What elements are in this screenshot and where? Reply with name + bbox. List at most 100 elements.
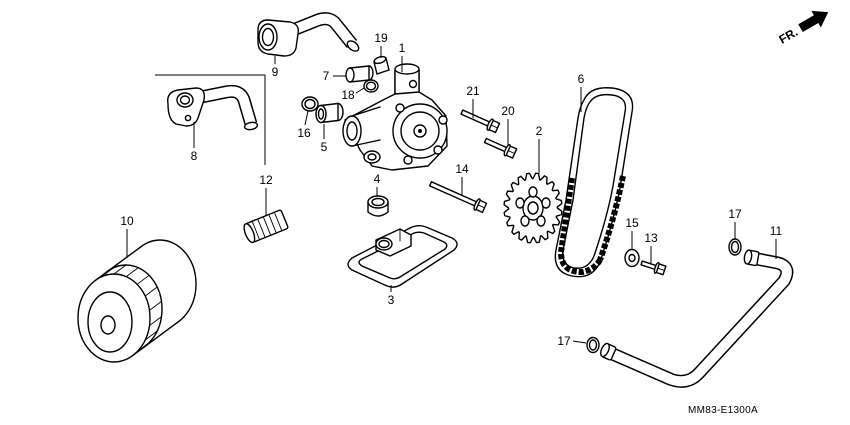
- arrow-up-right-icon: [798, 10, 829, 32]
- callout-leader: [572, 340, 587, 344]
- upper-pipe-fitting: [257, 12, 360, 57]
- seal: [367, 195, 389, 217]
- callout-label: 3: [388, 293, 395, 307]
- oil-pump-bolt-boss: [403, 155, 413, 165]
- pipe-flange-socket-bore: [179, 95, 191, 105]
- oil-pump-bolt-boss: [433, 145, 443, 155]
- o-ring: [301, 96, 319, 112]
- oil-pump-bolt-boss: [395, 103, 405, 113]
- callout-label: 17: [728, 207, 742, 221]
- dowel-pin-near-end: [345, 67, 355, 83]
- o-ring-inner: [365, 81, 377, 91]
- small-collar-top: [373, 55, 387, 65]
- upper-fitting-bore: [261, 27, 275, 47]
- callout-label: 14: [455, 162, 469, 176]
- callout-label: 21: [466, 84, 480, 98]
- callout-label: 4: [374, 172, 381, 186]
- grip-ridge: [144, 286, 158, 297]
- oil-pump-shaft-center: [418, 129, 422, 133]
- stud-thread: [262, 216, 272, 236]
- callout-label: 8: [191, 149, 198, 163]
- chain-inner-loop: [562, 93, 627, 269]
- upper-pipe-fill: [286, 13, 356, 48]
- o-ring-inner: [588, 339, 598, 351]
- grip-ridge: [113, 264, 127, 275]
- callout-labels: 1 2 3 4 5 6 7 8 9 10 11 12 13 14 15 16 1…: [120, 31, 782, 348]
- stud-thread: [268, 214, 277, 234]
- callout-label: 16: [297, 126, 311, 140]
- callout-label: 5: [321, 140, 328, 154]
- small-collar: [373, 55, 390, 75]
- callout-label: 10: [120, 214, 134, 228]
- callout-label: 15: [625, 216, 639, 230]
- sprocket-hole: [520, 215, 530, 227]
- oil-filter: [77, 239, 197, 363]
- long-flange-bolt: [428, 181, 488, 214]
- collar: [315, 102, 344, 124]
- collar-bore: [317, 108, 325, 120]
- drawing-code: MM83-E1300A: [688, 405, 758, 416]
- callout-label: 18: [341, 88, 355, 102]
- callout-leaders: [126, 46, 777, 344]
- sprocket: [503, 172, 563, 244]
- stud-thread: [273, 211, 283, 232]
- oil-pump-tower-top: [394, 63, 420, 75]
- pipe-flange-bolt-hole: [184, 114, 192, 122]
- chain-links-right: [597, 175, 626, 261]
- group-bracket: [155, 74, 266, 165]
- sprocket-hole: [536, 215, 546, 227]
- washer-hole: [628, 253, 636, 263]
- callout-label: 7: [323, 69, 330, 83]
- sprocket-hole: [528, 186, 538, 198]
- chain-links-left: [558, 177, 575, 253]
- o-ring-lower: [586, 336, 600, 354]
- washer: [624, 248, 640, 268]
- small-bolt: [640, 260, 667, 276]
- chain-links-bottom: [558, 253, 603, 276]
- grip-ridge: [125, 267, 139, 278]
- oil-pump-bore-edge: [351, 139, 381, 147]
- flange-bolt: [483, 137, 518, 159]
- bolt-head-edge: [657, 267, 665, 271]
- flanged-pipe-end: [243, 121, 259, 131]
- seal-bore: [371, 197, 385, 207]
- bolt-head-edge: [477, 204, 485, 209]
- threaded-stud: [243, 209, 289, 244]
- oil-pump-bore-edge: [351, 106, 381, 117]
- callout-leader: [355, 87, 365, 94]
- oil-pipe: [600, 249, 794, 388]
- callout-label: 19: [374, 31, 388, 45]
- bolt-head-edge: [490, 124, 498, 129]
- stud-end: [243, 223, 256, 244]
- callout-label: 12: [259, 173, 273, 187]
- callout-label: 2: [536, 124, 543, 138]
- callout-label: 9: [272, 65, 279, 79]
- callout-label: 20: [501, 104, 515, 118]
- oil-pump-tower-boss: [408, 79, 418, 89]
- stud-thread: [257, 218, 266, 238]
- flanged-pipe-fill: [195, 86, 256, 126]
- callout-label: 11: [770, 224, 783, 238]
- upper-pipe-end: [346, 40, 360, 52]
- oil-pump-inlet-bore: [346, 121, 358, 141]
- sprocket-hole: [515, 197, 525, 209]
- grip-ridge: [149, 300, 162, 311]
- stud-thread: [251, 220, 261, 241]
- callout-label: 6: [578, 72, 585, 86]
- callout-leader: [304, 110, 309, 126]
- grip-ridge: [149, 316, 162, 327]
- callout-label: 13: [644, 231, 658, 245]
- callout-label: 1: [399, 41, 406, 55]
- oil-pump-bolt-boss: [438, 115, 448, 125]
- strainer-pickup-bore: [378, 239, 390, 249]
- bolt-head-edge: [507, 150, 516, 154]
- oil-pipe-upper-end: [743, 249, 753, 265]
- o-ring-inner: [304, 98, 316, 110]
- oil-pipe-fill: [606, 253, 792, 387]
- oil-pipe-lower-end: [600, 342, 610, 358]
- flange-bolt: [460, 109, 501, 134]
- o-ring-inner: [730, 240, 740, 254]
- oil-filter-center-hole: [100, 315, 116, 335]
- o-ring-upper: [728, 238, 742, 256]
